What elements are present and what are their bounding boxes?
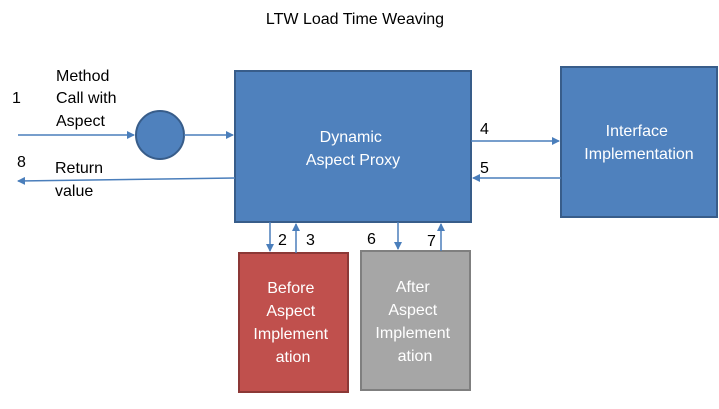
arrow-return-value	[17, 176, 236, 185]
method-call-line: Call with	[56, 90, 116, 107]
proxy-label-line: Aspect Proxy	[306, 152, 400, 169]
return-value-line: Return	[55, 160, 103, 177]
method-call-label: Method Call with Aspect	[56, 68, 121, 130]
before-label-line: Aspect	[266, 303, 315, 320]
entry-join-point-circle	[135, 110, 185, 160]
return-value-line: value	[55, 183, 93, 200]
step-5-label: 5	[480, 160, 489, 177]
after-box-label: After Aspect Implement ation	[375, 279, 454, 365]
step-8-label: 8	[17, 154, 26, 171]
proxy-label-line: Dynamic	[320, 129, 382, 146]
after-label-line: ation	[398, 348, 433, 365]
before-label-line: Implement	[253, 326, 328, 343]
before-aspect-implementation-box	[238, 252, 349, 393]
before-box-label: Before Aspect Implement ation	[253, 280, 332, 366]
method-call-line: Aspect	[56, 113, 105, 130]
before-label-line: Before	[267, 280, 314, 297]
interface-implementation-box	[560, 66, 718, 218]
after-label-line: After	[396, 279, 430, 296]
diagram-title: LTW Load Time Weaving	[266, 11, 444, 28]
interface-label-line: Implementation	[584, 146, 693, 163]
step-3-label: 3	[306, 232, 315, 249]
after-aspect-implementation-box	[360, 250, 471, 391]
return-value-label: Return value	[55, 160, 107, 200]
proxy-box-label: Dynamic Aspect Proxy	[306, 129, 400, 169]
dynamic-aspect-proxy-box	[234, 70, 472, 223]
step-6-label: 6	[367, 231, 376, 248]
before-label-line: ation	[276, 349, 311, 366]
step-7-label: 7	[427, 233, 436, 250]
after-label-line: Aspect	[388, 302, 437, 319]
after-label-line: Implement	[375, 325, 450, 342]
interface-label-line: Interface	[606, 123, 668, 140]
method-call-line: Method	[56, 68, 109, 85]
step-2-label: 2	[278, 232, 287, 249]
step-1-label: 1	[12, 90, 21, 107]
step-4-label: 4	[480, 121, 489, 138]
interface-box-label: Interface Implementation	[584, 123, 693, 163]
